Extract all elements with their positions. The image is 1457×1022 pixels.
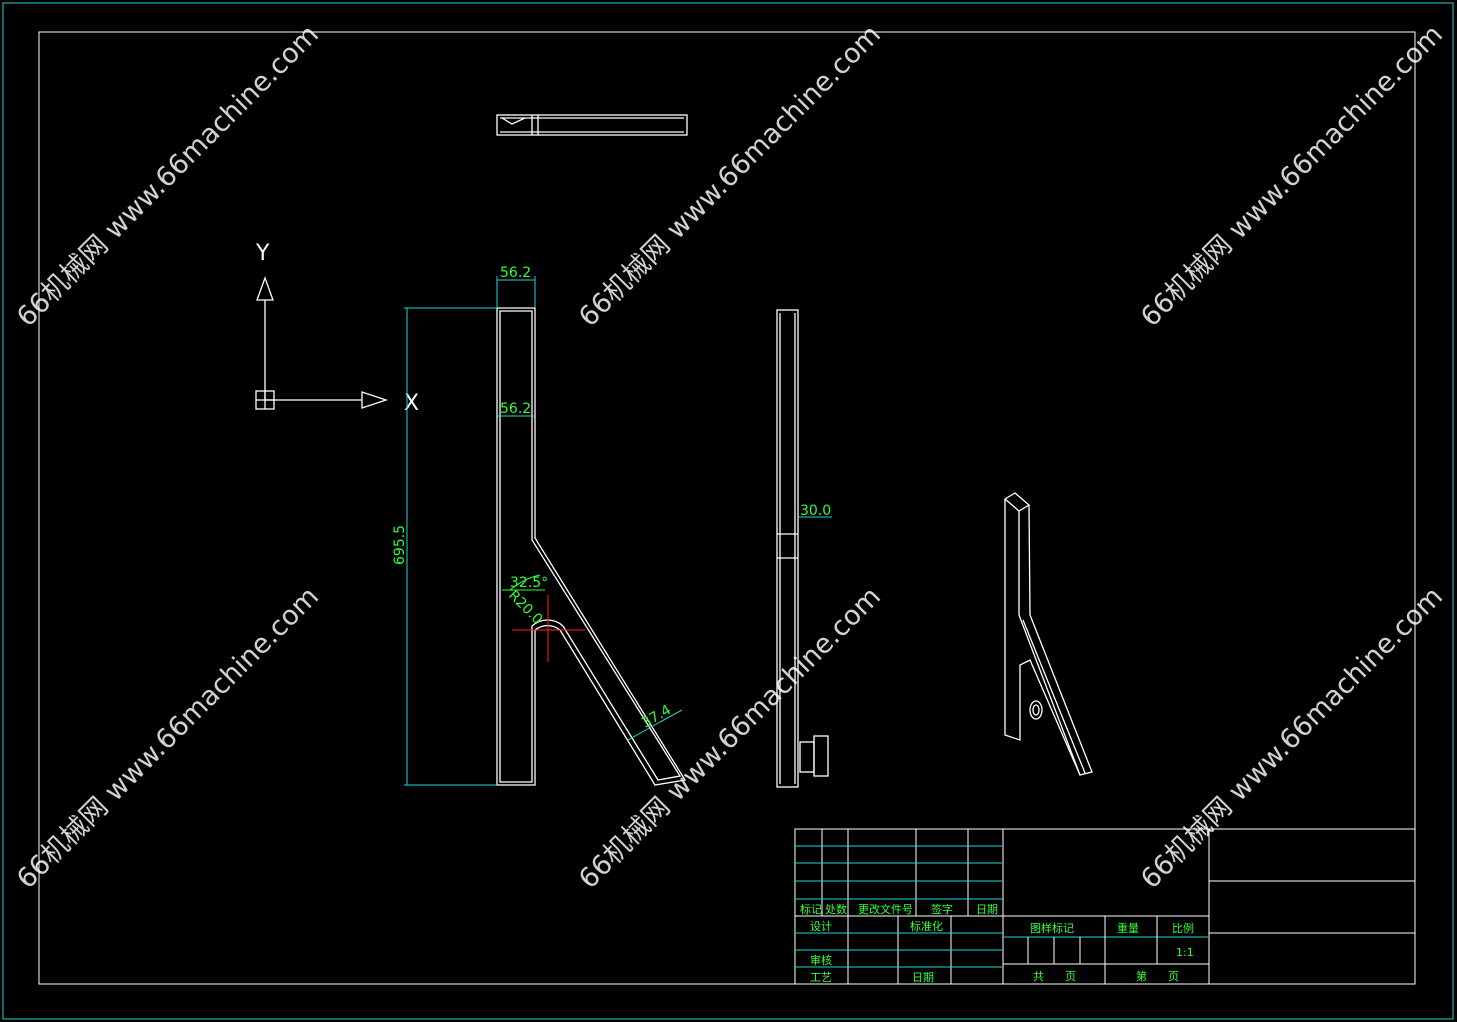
- dim-mid-width: 56.2: [500, 401, 531, 417]
- tb-date: 日期: [912, 971, 934, 984]
- dim-leg-width: 37.4: [639, 702, 674, 731]
- watermark-6: 66机械网 www.66machine.com: [1135, 581, 1449, 895]
- watermark-2: 66机械网 www.66machine.com: [573, 19, 887, 333]
- watermark-4: 66机械网 www.66machine.com: [11, 581, 325, 895]
- tb-scale-label: 比例: [1172, 921, 1194, 935]
- tb-page-no: 第: [1136, 969, 1147, 983]
- dim-top-width: 56.2: [500, 265, 531, 281]
- tb-count: 处数: [825, 903, 847, 916]
- tb-design: 设计: [810, 920, 832, 933]
- ucs-axis-icon: Y X: [255, 241, 419, 416]
- x-axis-label: X: [404, 391, 419, 416]
- front-dimensions: 56.2 56.2 695.5 32.5° R20.0 37.4: [392, 265, 683, 786]
- watermark-5: 66机械网 www.66machine.com: [573, 581, 887, 895]
- tb-weight: 重量: [1117, 921, 1139, 935]
- tb-check: 审核: [810, 953, 832, 967]
- dim-side-width: 30.0: [800, 503, 831, 519]
- dim-angle: 32.5°: [510, 575, 548, 591]
- tb-process: 工艺: [810, 971, 832, 984]
- y-axis-label: Y: [255, 241, 270, 266]
- dim-height: 695.5: [392, 525, 408, 565]
- watermark-1: 66机械网 www.66machine.com: [11, 19, 325, 333]
- tb-mark: 标记: [800, 902, 822, 916]
- tb-scale-value: 1:1: [1176, 946, 1194, 959]
- tb-change-doc: 更改文件号: [858, 902, 913, 916]
- title-block: 标记 处数 更改文件号 签字 日期 设计 标准化 审核 工艺 日期 图样标记 重…: [794, 828, 1416, 985]
- tb-sheet-2: 页: [1168, 970, 1179, 983]
- tb-sheet-1: 页: [1065, 970, 1076, 983]
- top-view: [496, 114, 688, 136]
- isometric-view: [1003, 492, 1093, 776]
- dim-radius: R20.0: [505, 588, 545, 628]
- tb-drawing-mark: 图样标记: [1030, 921, 1074, 935]
- watermarks: 66机械网 www.66machine.com 66机械网 www.66mach…: [11, 19, 1449, 895]
- watermark-3: 66机械网 www.66machine.com: [1135, 19, 1449, 333]
- tb-total: 共: [1033, 970, 1044, 983]
- tb-standardization: 标准化: [910, 919, 943, 933]
- tb-rev-date: 日期: [976, 903, 998, 916]
- tb-signature: 签字: [931, 902, 953, 916]
- front-view: [496, 307, 687, 786]
- side-view: 30.0: [776, 309, 832, 788]
